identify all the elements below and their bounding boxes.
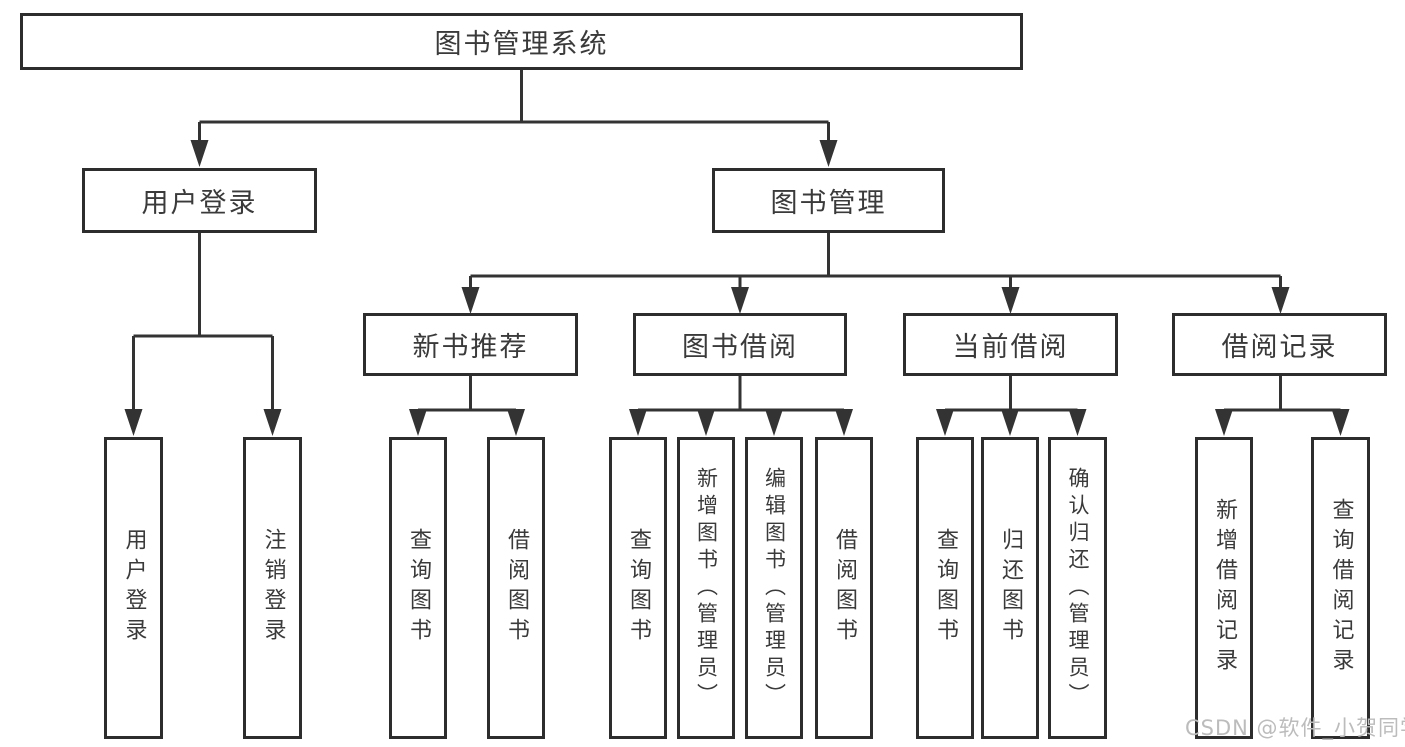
node-borrow-records: 借阅记录 xyxy=(1172,313,1387,376)
leaf-cb-return-books-label: 归还图书 xyxy=(998,528,1023,648)
node-book-borrow: 图书借阅 xyxy=(633,313,847,376)
leaf-logout: 注销登录 xyxy=(243,437,302,739)
connector-book-management-to-level3 xyxy=(469,233,1282,290)
connector-root-to-level2 xyxy=(198,69,830,145)
leaf-cb-query-books-label: 查询图书 xyxy=(933,528,958,648)
leaf-bb-query-books: 查询图书 xyxy=(609,437,667,739)
leaf-bb-borrow-books-label: 借阅图书 xyxy=(832,528,857,648)
arrowhead-icons xyxy=(124,140,1350,436)
leaf-nbr-query-books: 查询图书 xyxy=(389,437,447,739)
leaf-br-add-record: 新增借阅记录 xyxy=(1195,437,1253,739)
leaf-br-query-record: 查询借阅记录 xyxy=(1311,437,1370,739)
connector-new-book-recommend-to-leaves xyxy=(416,375,518,414)
leaf-nbr-borrow-books: 借阅图书 xyxy=(487,437,545,739)
leaf-cb-query-books: 查询图书 xyxy=(916,437,974,739)
leaf-cb-return-books: 归还图书 xyxy=(981,437,1039,739)
leaf-bb-query-books-label: 查询图书 xyxy=(626,528,651,648)
node-book-management: 图书管理 xyxy=(712,168,945,233)
watermark-text: CSDN @软件_小贺同学 xyxy=(1185,716,1405,740)
leaf-bb-add-books-admin-label: 新增图书（管理员） xyxy=(694,466,719,710)
leaf-cb-confirm-return-admin: 确认归还（管理员） xyxy=(1048,437,1107,739)
node-new-book-recommend: 新书推荐 xyxy=(363,313,578,376)
leaf-bb-borrow-books: 借阅图书 xyxy=(815,437,873,739)
connector-current-borrow-to-leaves xyxy=(943,375,1079,414)
leaf-nbr-borrow-books-label: 借阅图书 xyxy=(504,528,529,648)
leaf-br-query-record-label: 查询借阅记录 xyxy=(1328,498,1354,678)
connector-user-login-to-leaves xyxy=(132,233,274,412)
leaf-logout-label: 注销登录 xyxy=(260,528,286,648)
leaf-user-login: 用户登录 xyxy=(104,437,163,739)
leaf-br-add-record-label: 新增借阅记录 xyxy=(1212,498,1237,678)
leaf-cb-confirm-return-admin-label: 确认归还（管理员） xyxy=(1066,466,1090,710)
leaf-nbr-query-books-label: 查询图书 xyxy=(406,528,431,648)
leaf-bb-add-books-admin: 新增图书（管理员） xyxy=(677,437,735,739)
connector-book-borrow-to-leaves xyxy=(636,375,846,414)
leaf-bb-edit-books-admin: 编辑图书（管理员） xyxy=(745,437,803,739)
leaf-user-login-label: 用户登录 xyxy=(121,528,147,648)
leaf-bb-edit-books-admin-label: 编辑图书（管理员） xyxy=(762,466,787,710)
connector-borrow-records-to-leaves xyxy=(1222,375,1342,414)
node-library-system: 图书管理系统 xyxy=(20,13,1023,70)
node-user-login: 用户登录 xyxy=(82,168,317,233)
node-current-borrow: 当前借阅 xyxy=(903,313,1118,376)
